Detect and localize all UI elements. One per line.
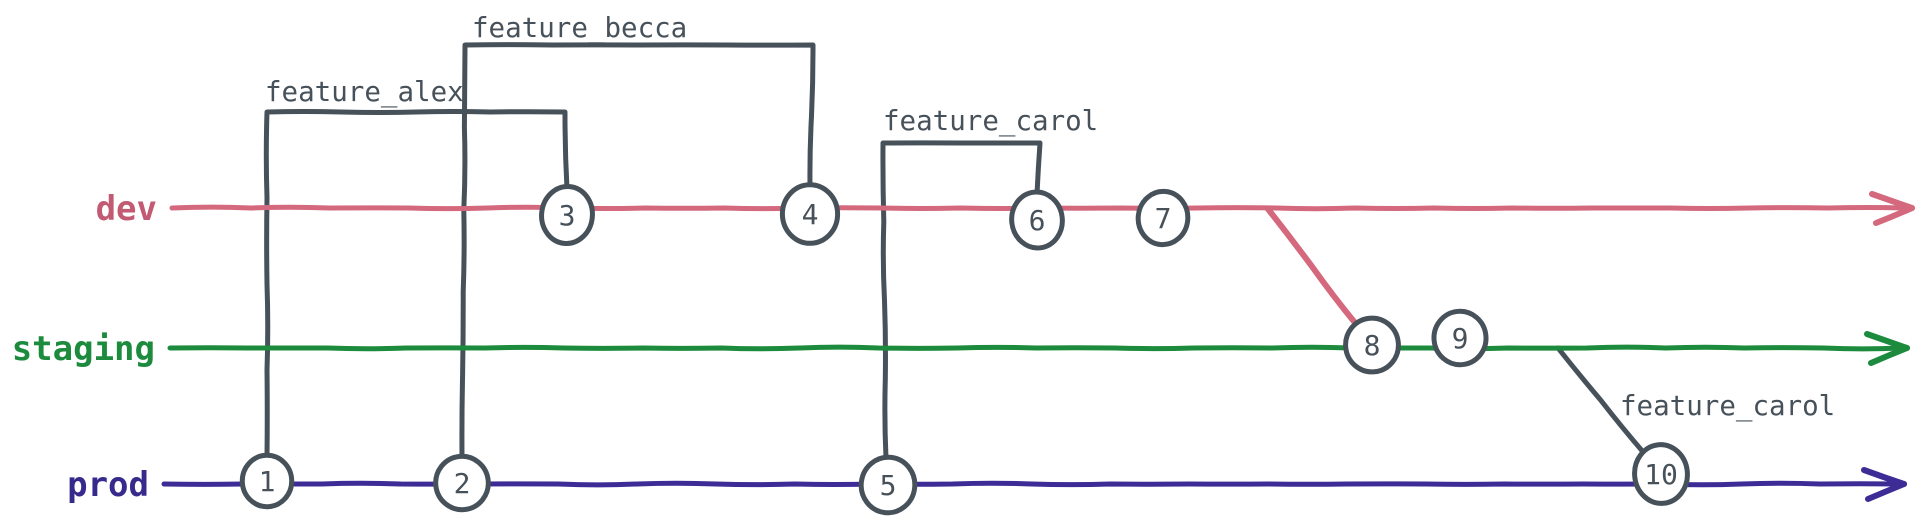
commit-number-1: 1	[259, 465, 276, 498]
commit-node-2	[433, 453, 491, 513]
commit-node-8	[1343, 315, 1401, 375]
feature-branch-line	[880, 140, 1043, 461]
feature-branch-line	[1555, 345, 1647, 456]
branch-label-dev: dev	[96, 189, 157, 229]
commit-node-6	[1009, 189, 1065, 251]
commit-number-4: 4	[802, 198, 819, 231]
branch-arrowhead-staging	[1864, 331, 1910, 351]
commit-node-5	[858, 454, 918, 516]
feature-branch-label-0: feature_alex	[265, 76, 464, 109]
commit-node-1	[239, 452, 295, 510]
commit-number-3: 3	[559, 199, 576, 232]
commit-number-8: 8	[1364, 329, 1381, 362]
commit-node-7	[1135, 188, 1191, 248]
commit-node-10	[1632, 442, 1690, 506]
commit-number-9: 9	[1452, 322, 1469, 355]
commit-node-4	[779, 182, 841, 246]
commit-number-10: 10	[1644, 458, 1678, 491]
feature-branch-label-3: feature_carol	[1620, 390, 1835, 423]
merge-edge-line	[1265, 206, 1359, 327]
commit-node-9	[1431, 308, 1489, 368]
feature-branch-line	[459, 42, 816, 460]
branch-label-prod: prod	[67, 465, 149, 505]
branch-arrowhead-staging	[1868, 345, 1910, 366]
branch-arrowhead-prod	[1865, 481, 1907, 502]
commit-number-2: 2	[454, 467, 471, 500]
commit-number-7: 7	[1155, 202, 1172, 235]
branch-line-staging	[167, 344, 1905, 352]
feature-branch-line	[263, 108, 570, 459]
feature-branch-label-1: feature_becca	[472, 12, 687, 45]
branch-arrowhead-dev	[1873, 205, 1915, 226]
feature-branch-label-2: feature_carol	[883, 105, 1098, 138]
commit-number-6: 6	[1029, 204, 1046, 237]
commit-number-5: 5	[880, 469, 897, 502]
commit-node-3	[539, 184, 595, 246]
branch-label-staging: staging	[12, 329, 155, 369]
